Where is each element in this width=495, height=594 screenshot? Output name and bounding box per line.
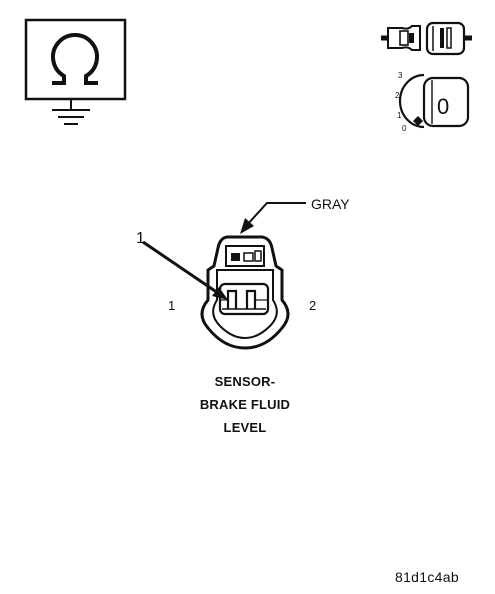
ignition-position-0: 0 [402,124,407,133]
ignition-key-label: 0 [437,94,449,119]
callout-1-arrow [142,240,228,300]
component-caption: SENSOR- BRAKE FLUID LEVEL [150,370,340,439]
pin-label-2: 2 [309,298,316,313]
callout-number: 1 [136,230,145,247]
disconnect-connector-icon [381,21,472,56]
ignition-position-2: 2 [395,91,400,100]
ignition-position-1: 1 [397,111,402,120]
ignition-position-3: 3 [398,71,403,80]
wire-color-label: GRAY [311,196,350,212]
ohmmeter-ground-icon [24,18,127,125]
ignition-key-off-icon: 3 2 1 0 0 [395,71,470,133]
figure-id: 81d1c4ab [395,569,459,585]
caption-line-1: SENSOR- [214,374,276,389]
caption-line-2: BRAKE FLUID [199,397,291,412]
brake-fluid-sensor-connector [200,235,290,350]
pin-label-1: 1 [168,298,175,313]
gray-callout-arrow [240,202,306,234]
caption-line-3: LEVEL [223,420,267,435]
